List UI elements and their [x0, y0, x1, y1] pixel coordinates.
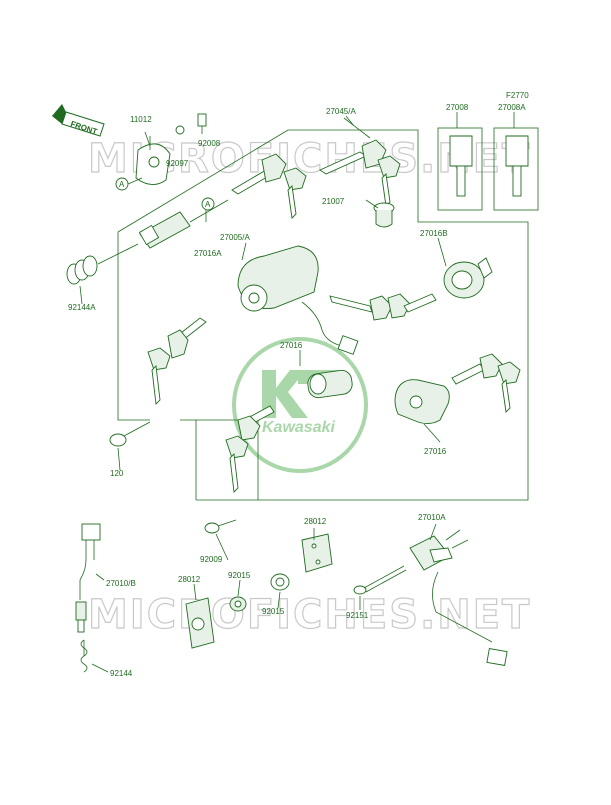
key-27016B-1	[329, 295, 393, 321]
part-labels: 11012 92008 92097 27045/A 27008 F2770 27…	[68, 91, 529, 678]
key-27016-right-2	[497, 361, 521, 413]
key-27016-right-1	[451, 353, 503, 385]
label-92144: 92144	[110, 669, 133, 678]
label-120: 120	[110, 469, 124, 478]
label-27008A: 27008A	[498, 103, 526, 112]
part-11012-cover	[135, 136, 171, 185]
label-28012-right: 28012	[304, 517, 327, 526]
label-92097: 92097	[166, 159, 189, 168]
cylinder-27016A	[138, 199, 229, 249]
label-11012: 11012	[130, 115, 152, 124]
label-27005A: 27005/A	[220, 233, 250, 242]
key-27016-center-2	[225, 435, 249, 493]
screw-92009	[204, 519, 237, 534]
label-92015-bottom: 92015	[262, 607, 285, 616]
label-27016A: 27016A	[194, 249, 222, 258]
ignition-switch-27005A	[237, 245, 359, 355]
lock-27016-right	[394, 379, 450, 425]
bushing-92015-top	[229, 596, 247, 612]
bolt-92151	[353, 565, 407, 595]
lock-27016-center	[307, 369, 353, 399]
callout-a-right: A	[201, 197, 215, 211]
label-27016-right: 27016	[424, 447, 447, 456]
spring-92144A	[66, 243, 139, 285]
logo-text: Kawasaki	[262, 419, 335, 436]
screw-92008	[197, 113, 207, 134]
label-27010B: 27010/B	[106, 579, 136, 588]
label-21007: 21007	[322, 197, 345, 206]
key-27045A-4	[377, 155, 401, 207]
key-27016-center-1	[237, 405, 275, 441]
assembly-outline	[117, 129, 529, 501]
label-27045A: 27045/A	[326, 107, 356, 116]
key-27045A-2	[283, 167, 307, 219]
label-92151: 92151	[346, 611, 369, 620]
screw-120	[109, 421, 151, 447]
key-27005A-2	[147, 347, 171, 405]
lock-27016B	[443, 257, 493, 299]
decal-28012-left	[185, 597, 215, 649]
svg-text:A: A	[205, 200, 211, 209]
key-27045A-1	[231, 153, 287, 195]
label-92144A: 92144A	[68, 303, 96, 312]
label-92015-top: 92015	[228, 571, 251, 580]
front-arrow-tag: FRONT	[52, 104, 105, 137]
label-figure-id: F2770	[506, 91, 529, 100]
callout-a-left: A	[115, 177, 129, 191]
spring-92144	[80, 639, 88, 673]
sensor-27010B	[75, 523, 101, 633]
label-27016B: 27016B	[420, 229, 448, 238]
label-ticks	[79, 285, 361, 673]
switch-27010A	[409, 529, 508, 666]
label-27010A: 27010A	[418, 513, 446, 522]
washer-92097	[175, 125, 185, 135]
keyblank-27008-box	[437, 127, 483, 211]
key-27016B-2	[387, 293, 437, 319]
label-28012-left: 28012	[178, 575, 201, 584]
cap-21007	[373, 202, 395, 228]
label-92008: 92008	[198, 139, 221, 148]
label-92009: 92009	[200, 555, 223, 564]
label-27016-top: 27016	[280, 341, 303, 350]
label-27008: 27008	[446, 103, 469, 112]
keyblank-27008A-box	[493, 127, 539, 211]
key-27005A-1	[167, 317, 207, 359]
leader-lines	[144, 112, 515, 541]
bushing-92015-bottom	[270, 573, 290, 591]
pad-28012-right	[301, 533, 333, 573]
kawasaki-logo-icon: Kawasaki	[232, 337, 368, 473]
watermark-bottom: MICROFICHES.NET	[88, 592, 531, 638]
svg-text:A: A	[119, 180, 125, 189]
